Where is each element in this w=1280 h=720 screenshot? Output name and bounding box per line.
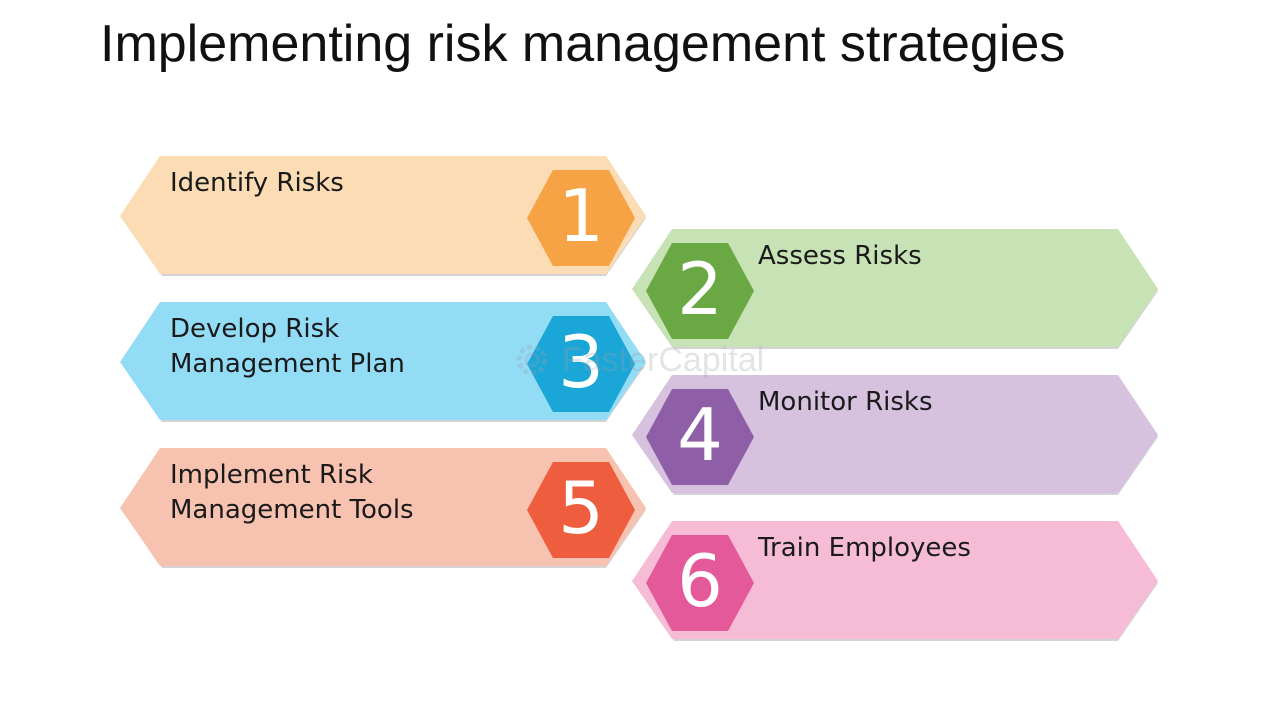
step-label: Identify Risks bbox=[170, 168, 344, 198]
step-2: Assess Risks 2 bbox=[632, 229, 1160, 353]
hexagon-badge bbox=[527, 170, 635, 266]
step-4: Monitor Risks 4 bbox=[632, 375, 1160, 499]
step-band bbox=[120, 448, 646, 568]
hexagon-badge bbox=[646, 243, 754, 339]
gear-icon bbox=[516, 344, 548, 376]
step-band bbox=[120, 156, 646, 276]
hexagon-badge bbox=[646, 535, 754, 631]
step-band bbox=[632, 375, 1158, 495]
hexagon-badge bbox=[527, 462, 635, 558]
step-number: 1 bbox=[558, 174, 604, 258]
step-number: 2 bbox=[677, 247, 723, 331]
step-label: Train Employees bbox=[758, 533, 971, 563]
step-label: Assess Risks bbox=[758, 241, 922, 271]
watermark: FasterCapital bbox=[510, 338, 800, 382]
step-label: Develop Risk Management Plan bbox=[170, 314, 405, 379]
page-title: Implementing risk management strategies bbox=[100, 15, 1066, 73]
step-band bbox=[632, 521, 1158, 641]
watermark-text: FasterCapital bbox=[562, 341, 765, 379]
hexagon-badge bbox=[527, 316, 635, 412]
step-number: 3 bbox=[558, 320, 604, 404]
step-label: Implement Risk Management Tools bbox=[170, 460, 414, 525]
step-label: Monitor Risks bbox=[758, 387, 933, 417]
step-5: Implement Risk Management Tools 5 bbox=[120, 448, 648, 572]
step-number: 4 bbox=[677, 393, 723, 477]
step-1: Identify Risks 1 bbox=[120, 156, 648, 280]
step-number: 6 bbox=[677, 539, 723, 623]
step-3: Develop Risk Management Plan 3 bbox=[120, 302, 648, 426]
step-band bbox=[120, 302, 646, 422]
step-band bbox=[632, 229, 1158, 349]
step-6: Train Employees 6 bbox=[632, 521, 1160, 645]
hexagon-badge bbox=[646, 389, 754, 485]
step-number: 5 bbox=[558, 466, 604, 550]
